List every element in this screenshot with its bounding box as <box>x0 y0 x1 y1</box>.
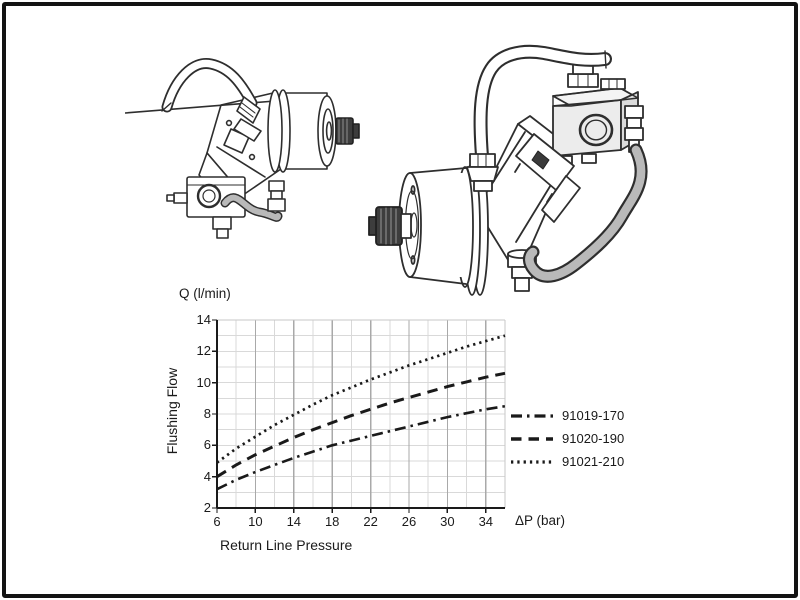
large-pump-illustration <box>368 44 648 296</box>
suction-hose-icon <box>161 58 262 142</box>
x-tick-18: 18 <box>324 514 340 529</box>
legend-label: 91019-170 <box>562 408 625 423</box>
y-tick-10: 10 <box>196 374 211 390</box>
x-axis-unit: ΔP (bar) <box>515 513 566 528</box>
return-hose-icon <box>522 143 648 283</box>
y-tick-2: 2 <box>203 500 211 515</box>
legend-label: 91020-190 <box>562 431 625 446</box>
legend-line-sample <box>511 436 553 441</box>
drum-icon <box>398 162 489 296</box>
x-axis-title: Return Line Pressure <box>220 537 353 553</box>
y-tick-6: 6 <box>203 437 211 453</box>
chart-legend: 91019-170 91020-190 91021-210 <box>511 404 624 473</box>
drum-icon <box>267 89 337 173</box>
x-tick-26: 26 <box>401 514 417 529</box>
plot-area <box>212 319 506 513</box>
x-tick-30: 30 <box>440 514 455 529</box>
x-tick-14: 14 <box>286 514 302 529</box>
y-tick-4: 4 <box>203 468 211 484</box>
splined-shaft-icon <box>335 117 360 145</box>
series-91019-170 <box>216 404 506 491</box>
drain-hose-icon <box>220 180 286 222</box>
x-tick-10: 10 <box>248 514 263 529</box>
y-tick-12: 12 <box>196 343 211 359</box>
y-axis-title: Q (l/min) <box>179 286 231 301</box>
legend-item-91021-210: 91021-210 <box>511 450 624 473</box>
legend-item-91019-170: 91019-170 <box>511 404 624 427</box>
small-pump-illustration <box>125 58 360 239</box>
legend-line-sample <box>511 459 553 464</box>
splined-shaft-icon <box>368 206 412 246</box>
y-tick-14: 14 <box>196 312 211 327</box>
mounting-bracket-icon <box>514 133 581 223</box>
legend-label: 91021-210 <box>562 454 625 469</box>
x-tick-22: 22 <box>363 514 378 529</box>
legend-line-sample <box>511 413 553 418</box>
suction-hose-icon <box>466 44 612 192</box>
legend-item-91020-190: 91020-190 <box>511 427 624 450</box>
series-91020-190 <box>216 371 506 478</box>
valve-block-icon <box>166 176 246 239</box>
flushing-valve-block-icon <box>552 53 644 166</box>
series-91021-210 <box>216 334 506 464</box>
y-tick-8: 8 <box>203 406 211 421</box>
x-tick-6: 6 <box>213 514 221 529</box>
x-tick-34: 34 <box>478 514 494 529</box>
